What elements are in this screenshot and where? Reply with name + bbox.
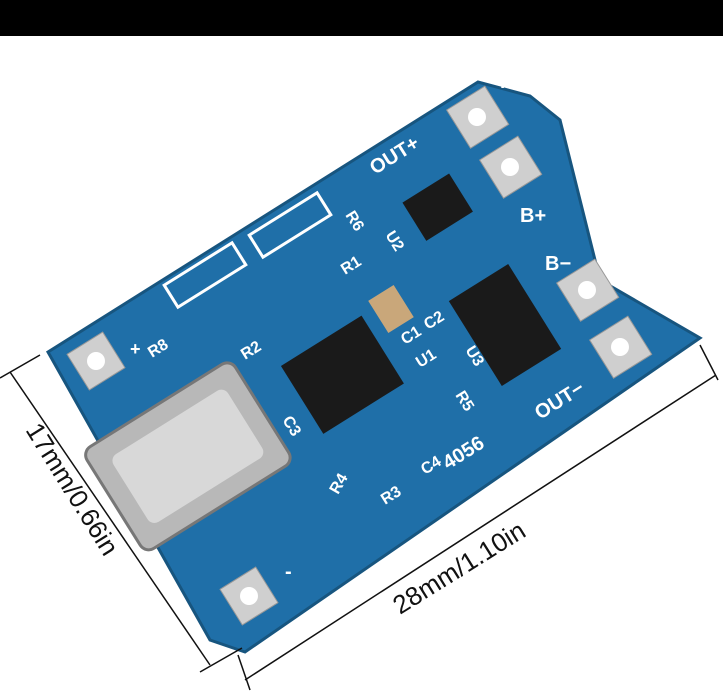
usb-c-connector <box>84 361 292 552</box>
pad-label-b-minus: B− <box>545 253 571 275</box>
pad-label-b-plus: B+ <box>520 205 546 227</box>
chip-u3 <box>448 264 562 386</box>
pad-label-in-plus: + <box>130 339 141 359</box>
dimension-lines <box>0 344 719 691</box>
chip-u2 <box>402 173 473 241</box>
pad-label-m: M <box>500 71 517 93</box>
led-area <box>162 240 248 310</box>
pad-label-in-minus: - <box>285 561 292 583</box>
capacitor <box>368 284 414 334</box>
chip-u1 <box>280 315 404 434</box>
led-area <box>247 190 333 260</box>
top-bar <box>0 0 723 36</box>
